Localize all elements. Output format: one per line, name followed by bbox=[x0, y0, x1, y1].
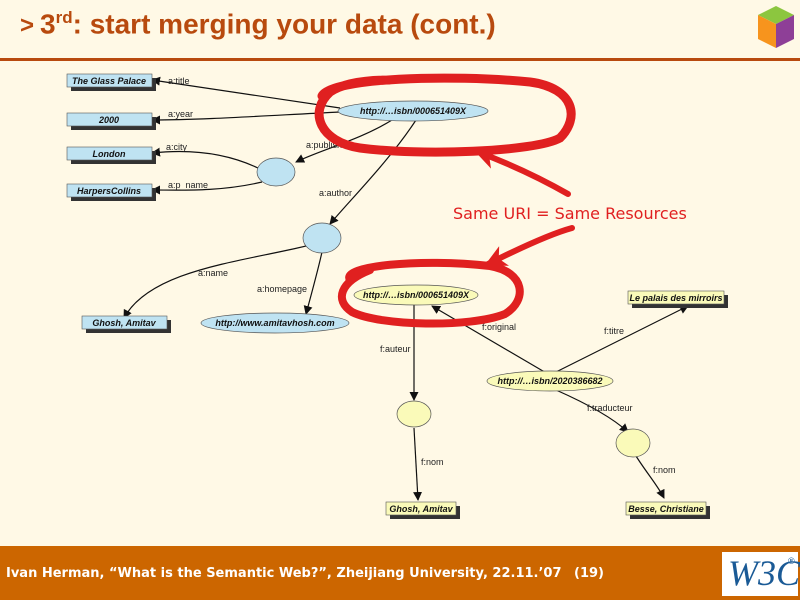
edge-label-a-name: a:name bbox=[198, 268, 228, 278]
footer-citation: Ivan Herman, “What is the Semantic Web?”… bbox=[6, 566, 562, 581]
page-number: (19) bbox=[574, 566, 604, 581]
nodes-french: http://…isbn/000651409X Le palais des mi… bbox=[353, 284, 728, 519]
edge-label-a-homepage: a:homepage bbox=[257, 284, 307, 294]
uri-node-isbn-bottom: http://…isbn/000651409X bbox=[353, 284, 479, 306]
edge-label-a-year: a:year bbox=[168, 109, 193, 119]
edge-a-p-name bbox=[151, 181, 263, 195]
highlight-circle-bottom bbox=[338, 258, 524, 328]
edge-a-title bbox=[151, 76, 341, 109]
blank-node-publisher bbox=[256, 157, 296, 187]
edge-label-f-nom-left: f:nom bbox=[421, 457, 444, 467]
callout-same-uri: Same URI = Same Resources bbox=[453, 204, 687, 223]
edge-label-f-titre: f:titre bbox=[604, 326, 624, 336]
edge-label-a-title: a:title bbox=[168, 76, 190, 86]
footer: Ivan Herman, “What is the Semantic Web?”… bbox=[0, 546, 800, 600]
edge-a-homepage bbox=[303, 251, 323, 315]
literal-glass-palace-label: The Glass Palace bbox=[72, 76, 146, 86]
literal-year-2000-label: 2000 bbox=[98, 115, 119, 125]
rdf-merge-diagram: a:title a:year a:city a:p_name a:publish… bbox=[66, 73, 728, 519]
literal-harpercollins: HarpersCollins bbox=[66, 183, 156, 201]
edge-label-a-author: a:author bbox=[319, 188, 352, 198]
w3c-logo-text: W3C bbox=[728, 553, 800, 593]
title-rule bbox=[0, 58, 800, 61]
literal-glass-palace: The Glass Palace bbox=[66, 73, 156, 91]
edge-a-year bbox=[151, 111, 341, 125]
blank-node-traducteur bbox=[615, 428, 651, 458]
uri-node-homepage-label: http://www.amitavhosh.com bbox=[215, 318, 334, 328]
literal-palais-label: Le palais des mirroirs bbox=[629, 293, 722, 303]
edge-f-original bbox=[431, 305, 549, 375]
edge-f-nom-right bbox=[635, 455, 665, 499]
edge-label-a-city: a:city bbox=[166, 142, 188, 152]
edge-label-f-nom-right: f:nom bbox=[653, 465, 676, 475]
highlight-arrow-bottom bbox=[484, 225, 575, 267]
highlight-arrow-top bbox=[474, 148, 571, 197]
edge-a-name bbox=[123, 245, 307, 319]
edges-french bbox=[409, 304, 689, 501]
title-text: : start merging your data (cont.) bbox=[72, 8, 496, 40]
literal-london: London bbox=[66, 146, 156, 164]
uri-node-isbn-fr-label: http://…isbn/2020386682 bbox=[497, 376, 602, 386]
title-bar: >3rd: start merging your data (cont.) bbox=[0, 0, 800, 58]
edge-label-a-publisher: a:publisher bbox=[306, 140, 350, 150]
uri-node-isbn-top: http://…isbn/000651409X bbox=[337, 100, 489, 122]
uri-node-homepage: http://www.amitavhosh.com bbox=[200, 312, 350, 334]
title-superscript: rd bbox=[55, 8, 73, 27]
literal-ghosh-bottom-label: Ghosh, Amitav bbox=[389, 504, 453, 514]
literal-besse: Besse, Christiane bbox=[625, 501, 710, 519]
literal-ghosh-bottom: Ghosh, Amitav bbox=[385, 501, 460, 519]
literal-year-2000: 2000 bbox=[66, 112, 156, 130]
edge-label-f-original: f:original bbox=[482, 322, 516, 332]
edge-labels: a:title a:year a:city a:p_name a:publish… bbox=[166, 76, 676, 475]
uri-node-isbn-fr: http://…isbn/2020386682 bbox=[486, 370, 614, 392]
edge-f-traducteur bbox=[555, 389, 629, 433]
highlight-circle-top bbox=[314, 73, 576, 157]
literal-ghosh-top: Ghosh, Amitav bbox=[81, 315, 171, 333]
uri-node-isbn-bottom-label: http://…isbn/000651409X bbox=[363, 290, 470, 300]
nodes-english: The Glass Palace 2000 London HarpersColl… bbox=[66, 73, 489, 334]
w3c-logo: W3C ® bbox=[722, 552, 800, 596]
edge-f-titre bbox=[551, 305, 689, 375]
uri-node-isbn-top-label: http://…isbn/000651409X bbox=[360, 106, 467, 116]
edge-a-author bbox=[329, 119, 417, 225]
literal-london-label: London bbox=[93, 149, 126, 159]
semantic-web-cube-icon bbox=[758, 6, 794, 48]
blank-node-auteur bbox=[396, 400, 432, 428]
literal-besse-label: Besse, Christiane bbox=[628, 504, 704, 514]
blank-node-author bbox=[302, 222, 342, 254]
edge-label-f-traducteur: f:traducteur bbox=[587, 403, 633, 413]
title-prefix: > bbox=[20, 12, 35, 40]
title-ordinal: 3 bbox=[40, 8, 56, 40]
edge-a-city bbox=[151, 147, 259, 169]
edge-label-a-p-name: a:p_name bbox=[168, 180, 208, 190]
literal-harpercollins-label: HarpersCollins bbox=[77, 186, 141, 196]
registered-mark-icon: ® bbox=[788, 556, 795, 566]
highlight-annotations bbox=[314, 73, 576, 328]
literal-palais: Le palais des mirroirs bbox=[627, 290, 728, 308]
literal-ghosh-top-label: Ghosh, Amitav bbox=[92, 318, 156, 328]
edge-label-f-auteur: f:auteur bbox=[380, 344, 411, 354]
edges-english bbox=[123, 76, 417, 319]
edge-f-nom-left bbox=[413, 427, 423, 501]
slide-title: >3rd: start merging your data (cont.) bbox=[20, 8, 496, 40]
